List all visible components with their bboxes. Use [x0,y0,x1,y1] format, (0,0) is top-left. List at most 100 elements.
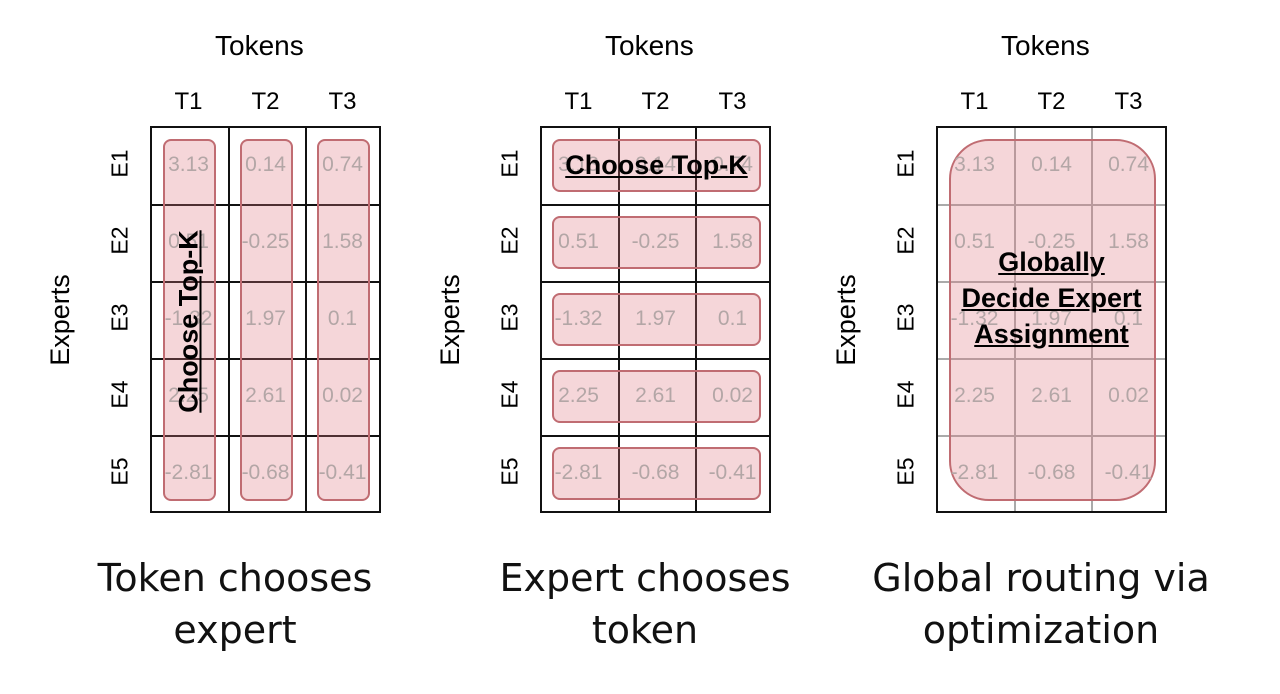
score-cell: -2.81 [164,460,213,484]
expert-label-e1: E1 [496,149,523,178]
score-cell: -1.32 [164,306,213,330]
highlight-label-line: Assignment [974,319,1129,349]
score-cell: 1.58 [322,229,363,253]
grid-hline [938,204,1165,206]
expert-label-e4: E4 [496,380,523,409]
highlight-label: Choose Top-K [173,230,204,413]
panel-caption: Expert chooses token [499,556,791,652]
score-cell: -0.25 [631,229,680,253]
grid-hline [938,281,1165,283]
score-cell: -0.41 [708,460,757,484]
score-cell: 0.1 [1113,306,1144,330]
token-label-t3: T3 [1114,88,1143,115]
score-cell: 0.51 [558,229,599,253]
expert-label-e3: E3 [892,303,919,332]
highlight-label-line: Decide Expert [961,283,1142,313]
expert-label-e1: E1 [892,149,919,178]
token-label-t1: T1 [174,88,203,115]
score-cell: -0.25 [1027,229,1076,253]
experts-axis-title: Experts [435,274,465,366]
experts-axis-title: Experts [45,274,75,366]
score-cell: 0.1 [717,306,748,330]
score-cell: 2.61 [1031,383,1072,407]
token-label-t1: T1 [564,88,593,115]
highlight-row-2 [552,216,761,269]
score-cell: 2.61 [245,383,286,407]
tokens-axis-title: Tokens [1001,30,1090,61]
highlight-label-line: Globally [998,247,1105,277]
score-cell: -0.25 [241,229,290,253]
score-cell: -0.41 [318,460,367,484]
highlight-row-1 [552,139,761,192]
token-label-t1: T1 [960,88,989,115]
score-cell: -0.68 [1027,460,1076,484]
score-cell: -0.68 [241,460,290,484]
score-cell: 3.13 [558,152,599,176]
highlight-column-3 [317,139,370,501]
grid-hline [152,435,379,437]
expert-label-e1: E1 [106,149,133,178]
grid-vline [618,128,620,511]
token-label-t2: T2 [1037,88,1066,115]
grid-vline [1014,128,1016,511]
grid-vline [695,128,697,511]
token-label-t3: T3 [328,88,357,115]
highlight-row-4 [552,370,761,423]
highlight-row-5 [552,447,761,500]
score-cell: 0.02 [712,383,753,407]
expert-label-e5: E5 [496,457,523,486]
score-cell: -2.81 [554,460,603,484]
score-cell: 0.51 [954,229,995,253]
score-cell: 0.02 [322,383,363,407]
expert-label-e5: E5 [106,457,133,486]
score-cell: 2.25 [954,383,995,407]
grid-hline [152,358,379,360]
highlight-column-2 [240,139,293,501]
grid-hline [542,281,769,283]
tokens-axis-title: Tokens [215,30,304,61]
expert-label-e2: E2 [892,226,919,255]
highlight-row-3 [552,293,761,346]
grid-vline [228,128,230,511]
grid-hline [542,435,769,437]
highlight-column-1 [163,139,216,501]
grid-vline [305,128,307,511]
score-cell: 0.74 [322,152,363,176]
grid-hline [542,204,769,206]
expert-label-e5: E5 [892,457,919,486]
score-cell: 1.58 [712,229,753,253]
score-cell: 3.13 [168,152,209,176]
grid-hline [542,358,769,360]
score-cell: 0.74 [712,152,753,176]
score-cell: -1.32 [554,306,603,330]
highlight-global [949,139,1156,501]
expert-label-e3: E3 [496,303,523,332]
score-cell: 0.51 [168,229,209,253]
token-label-t2: T2 [641,88,670,115]
experts-axis-title: Experts [831,274,861,366]
score-cell: 2.25 [168,383,209,407]
grid-hline [938,358,1165,360]
score-cell: 0.74 [1108,152,1149,176]
expert-label-e4: E4 [892,380,919,409]
score-cell: -2.81 [950,460,999,484]
score-cell: 1.97 [1031,306,1072,330]
score-cell: 0.14 [1031,152,1072,176]
score-cell: 2.25 [558,383,599,407]
score-cell: 2.61 [635,383,676,407]
token-label-t2: T2 [251,88,280,115]
score-cell: 0.14 [635,152,676,176]
score-cell: 3.13 [954,152,995,176]
score-cell: 0.14 [245,152,286,176]
grid-hline [152,281,379,283]
expert-label-e3: E3 [106,303,133,332]
grid-vline [1091,128,1093,511]
expert-label-e2: E2 [496,226,523,255]
